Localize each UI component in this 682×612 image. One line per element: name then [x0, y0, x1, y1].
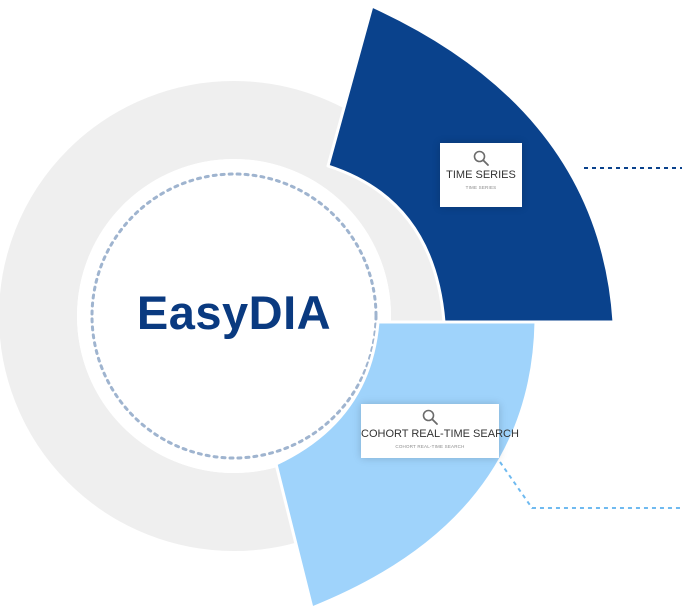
cohort-real-time-search-card[interactable]: COHORT REAL-TIME SEARCH COHORT REAL-TIME… — [361, 404, 519, 458]
time-series-label: TIME SERIES — [446, 169, 516, 181]
search-icon — [473, 150, 489, 166]
center-title: EasyDIA — [136, 286, 332, 339]
time-series-card[interactable]: TIME SERIES TIME SERIES — [440, 143, 522, 207]
cohort-real-time-search-label: COHORT REAL-TIME SEARCH — [361, 428, 519, 440]
time-series-sublabel: TIME SERIES — [465, 185, 497, 190]
search-icon — [422, 409, 438, 425]
segment-cohort-real-time-search[interactable] — [274, 320, 538, 610]
cohort-real-time-search-sublabel: COHORT REAL-TIME SEARCH — [395, 444, 465, 449]
dotted-circle — [90, 172, 378, 460]
inner-disc — [77, 159, 391, 473]
cohort-leader-line — [499, 461, 682, 509]
outer-ring — [0, 81, 469, 551]
